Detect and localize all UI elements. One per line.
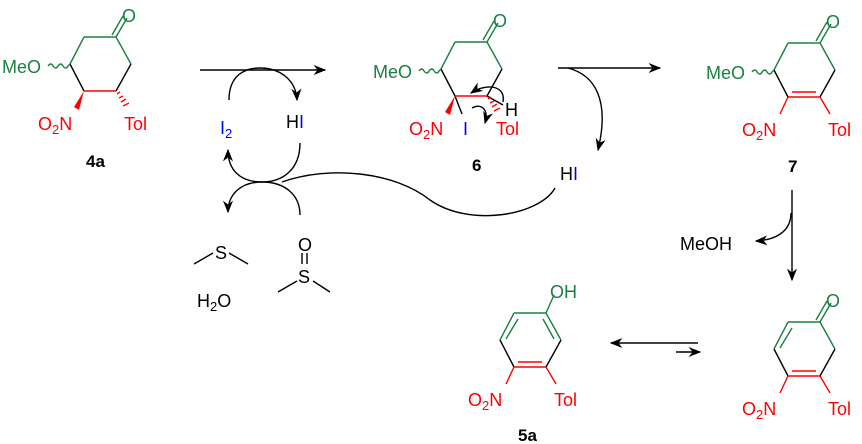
svg-text:S: S (298, 267, 310, 287)
water-label: H2O (197, 291, 231, 314)
compound-5a: OH O2N Tol 5a (468, 282, 577, 444)
curved-arrow-meoh-loss (754, 212, 792, 246)
ketone-oxygen: O (122, 6, 136, 26)
curved-arrow-hi-to-i2 (222, 142, 301, 183)
iodine-atom: I (463, 119, 468, 139)
curved-arrow-hi-elimination (567, 67, 606, 152)
svg-text:O2N: O2N (742, 120, 776, 143)
compound-7: O MeO O2N Tol 7 (706, 12, 851, 176)
svg-text:O2N: O2N (468, 390, 502, 413)
dimethyl-sulfide: S H2O (193, 243, 249, 314)
hydroxyl-label: OH (550, 282, 577, 302)
curved-arrow-iodide-leaving (471, 105, 493, 125)
methanol-label: MeOH (680, 234, 732, 254)
svg-text:O: O (493, 11, 507, 31)
tolyl-label: Tol (124, 114, 147, 134)
hi-recycle-curve (281, 172, 556, 217)
svg-text:7: 7 (788, 157, 797, 176)
svg-text:MeO: MeO (706, 63, 745, 83)
svg-text:6: 6 (472, 156, 481, 175)
svg-text:Tol: Tol (496, 119, 519, 139)
svg-text:5a: 5a (518, 426, 537, 444)
svg-text:Tol: Tol (554, 390, 577, 410)
svg-text:MeO: MeO (373, 62, 412, 82)
methoxy-label: MeO (2, 57, 41, 77)
svg-text:Tol: Tol (828, 399, 851, 419)
hydrogen-iodide-eliminated: HI (560, 164, 578, 184)
compound-dienone: O O2N Tol (742, 291, 851, 422)
curved-arrow-dmso-to-dms (222, 181, 301, 216)
curved-arrow-i2-to-hi (228, 67, 302, 102)
hydrogen-atom: H (505, 100, 518, 120)
svg-text:Tol: Tol (828, 120, 851, 140)
iodine-reagent: I2 (220, 118, 232, 141)
compound-6: O MeO O2N I H Tol 6 (373, 11, 519, 175)
compound-label: 4a (86, 152, 105, 171)
dimethyl-sulfoxide: S O (277, 235, 331, 293)
nitro-label: O2N (38, 114, 72, 137)
svg-text:O2N: O2N (742, 399, 776, 422)
svg-text:S: S (215, 243, 227, 263)
hydrogen-iodide-cycle: HI (286, 112, 304, 132)
svg-text:O: O (298, 235, 312, 255)
svg-text:O: O (826, 291, 840, 311)
svg-text:O2N: O2N (409, 119, 443, 142)
svg-text:O: O (826, 12, 840, 32)
compound-4a: O MeO O2N Tol 4a (2, 6, 147, 171)
curved-arrow-electron-push (469, 82, 504, 103)
